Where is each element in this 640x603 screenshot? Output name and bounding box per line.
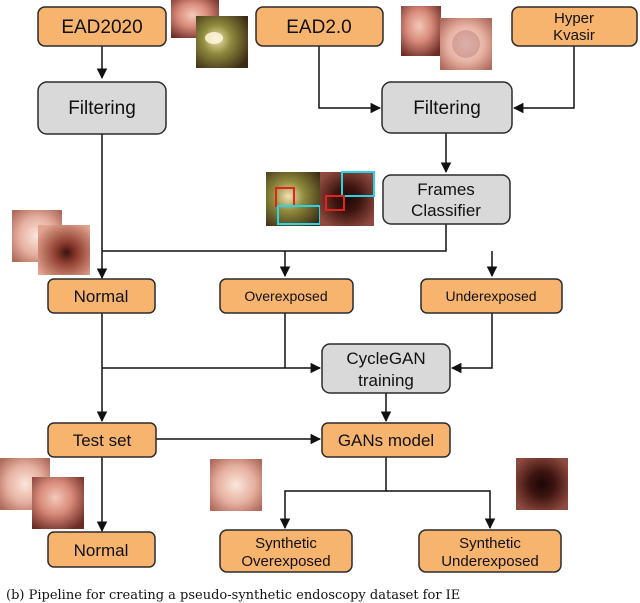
node-label: Synthetic bbox=[255, 535, 317, 552]
arrow bbox=[512, 46, 575, 114]
node-label: Underexposed bbox=[445, 288, 536, 304]
node-label: Kvasir bbox=[553, 27, 595, 44]
node-label: Overexposed bbox=[244, 288, 327, 304]
node-label: GANs model bbox=[338, 431, 434, 450]
arrow bbox=[318, 46, 382, 114]
underexposed-thumbnail bbox=[516, 458, 568, 510]
node-synthetic-overexposed: Synthetic Overexposed bbox=[219, 529, 353, 573]
normal-thumbnails-top bbox=[12, 210, 90, 275]
node-label: training bbox=[358, 371, 414, 390]
node-label: Filtering bbox=[413, 98, 481, 119]
node-label: Normal bbox=[74, 287, 129, 306]
normal-thumbnails-bottom bbox=[0, 458, 84, 529]
node-overexposed: Overexposed bbox=[219, 278, 354, 314]
arrow bbox=[279, 457, 387, 530]
endoscopy-thumbnails-ead2 bbox=[401, 6, 492, 70]
node-ead2020: EAD2020 bbox=[37, 6, 167, 47]
node-synthetic-underexposed: Synthetic Underexposed bbox=[418, 529, 562, 573]
endoscopy-thumbnail bbox=[196, 16, 248, 68]
node-label: Test set bbox=[73, 431, 132, 450]
node-normal-top: Normal bbox=[47, 278, 156, 314]
node-gans-model: GANs model bbox=[321, 422, 451, 458]
node-frames-classifier: Frames Classifier bbox=[382, 174, 511, 225]
node-label: Synthetic bbox=[459, 535, 521, 552]
arrow bbox=[450, 313, 493, 374]
node-label: Overexposed bbox=[241, 553, 330, 570]
node-label: EAD2020 bbox=[61, 17, 142, 38]
node-label: Hyper bbox=[554, 10, 594, 27]
node-filtering-right: Filtering bbox=[381, 81, 513, 134]
endoscopy-thumbnail bbox=[320, 172, 374, 226]
node-label: Frames bbox=[417, 180, 475, 199]
classifier-thumbnails bbox=[266, 171, 375, 226]
node-label: Classifier bbox=[411, 201, 481, 220]
endoscopy-thumbnail bbox=[38, 225, 90, 275]
overexposed-thumbnail bbox=[210, 459, 262, 511]
node-label: Filtering bbox=[68, 98, 136, 119]
node-ead2: EAD2.0 bbox=[255, 6, 384, 47]
node-cyclegan-training: CycleGAN training bbox=[321, 343, 451, 394]
endoscopy-thumbnails-ead2020 bbox=[171, 0, 248, 68]
node-test-set: Test set bbox=[47, 422, 157, 458]
node-label: Underexposed bbox=[441, 553, 539, 570]
endoscopy-thumbnail bbox=[32, 477, 84, 529]
node-label: EAD2.0 bbox=[286, 17, 351, 38]
node-underexposed: Underexposed bbox=[420, 278, 563, 314]
node-filtering-left: Filtering bbox=[37, 81, 167, 135]
endoscopy-thumbnail bbox=[401, 6, 441, 56]
node-hyper-kvasir: Hyper Kvasir bbox=[511, 6, 638, 47]
connector-line bbox=[102, 224, 447, 252]
connectors bbox=[96, 46, 575, 533]
node-normal-bottom: Normal bbox=[47, 531, 156, 568]
figure-caption: (b) Pipeline for creating a pseudo-synth… bbox=[6, 588, 461, 603]
node-label: Normal bbox=[74, 541, 129, 560]
node-label: CycleGAN bbox=[346, 349, 425, 368]
arrow bbox=[386, 490, 496, 530]
